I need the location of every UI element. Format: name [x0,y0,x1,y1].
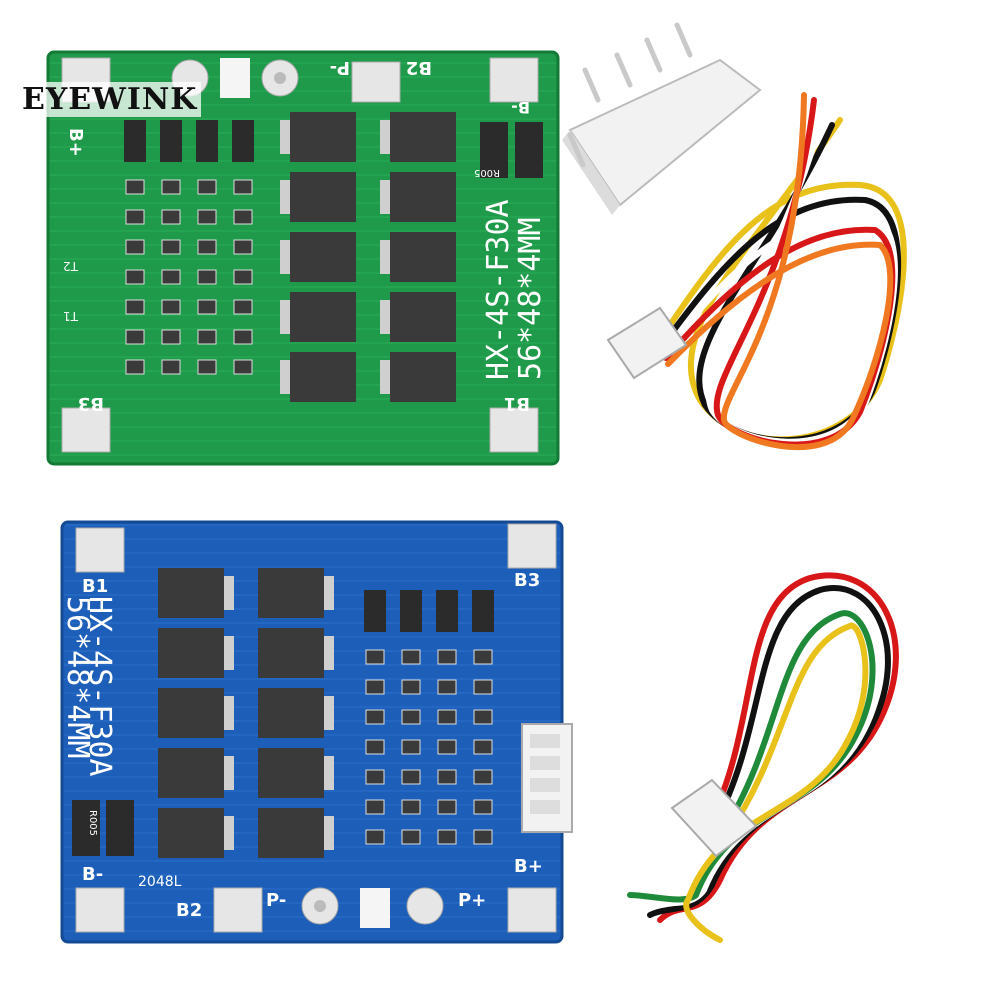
green-pad-p-plus [489,57,539,103]
wire-harness-top [657,92,907,450]
blue-date-code: 2048L [138,874,182,890]
mosfet-chip [390,232,456,282]
green-pad-b2 [351,61,401,103]
blue-label-b3: B3 [514,570,540,591]
mosfet-chip [258,808,324,858]
blue-pad-b-plus [507,887,557,933]
wire [647,585,891,918]
wire [665,92,894,450]
mosfet-chip [258,748,324,798]
mosfet-chip [258,628,324,678]
green-model-text: HX-4S-F30A [481,199,516,380]
mosfet-chip [390,292,456,342]
small-chip [196,120,218,162]
blue-label-b2: B2 [176,900,202,921]
green-label-b3: B3 [78,393,104,414]
mosfet-chip [158,808,224,858]
green-label-p-minus: P- [330,57,350,78]
small-chip [472,590,494,632]
mosfet-chip [290,172,356,222]
green-pad-b3 [61,407,111,453]
blue-pad-b3 [507,523,557,569]
mosfet-chip [390,172,456,222]
green-label-b1: B1 [504,393,530,414]
mosfet-chip [158,568,224,618]
small-chip [124,120,146,162]
blue-label-b-plus: B+ [514,856,543,877]
blue-size-text: 56*48*4MM [60,596,95,759]
wire-plug-bottom [670,778,758,858]
wire-plug-top [606,306,688,380]
mosfet-chip [158,628,224,678]
blue-label-b1: B1 [82,576,108,597]
wire [627,610,876,903]
blue-label-b-minus: B- [82,864,103,885]
blue-pad-b2 [213,887,263,933]
blue-pad-b1 [75,527,125,573]
small-chip [232,120,254,162]
jst-header-connector [562,22,762,215]
green-label-b-minus: B- [511,98,530,117]
green-t2-label: T2 [63,259,79,273]
green-pad-b1 [489,407,539,453]
green-resistor-label: R005 [474,167,500,178]
blue-label-p-plus: P+ [458,890,486,911]
mosfet-chip [290,292,356,342]
green-t1-label: T1 [63,309,79,323]
blue-bms-board: HX-4S-F30A 56*48*4MM B1 B3 B- B+ B2 P- P… [60,520,573,944]
green-label-b2: B2 [406,57,432,78]
wire-harness-bottom [627,572,899,943]
watermark-logo: EYEWINK [18,82,202,117]
blue-label-p-minus: P- [266,890,286,911]
blue-resistor-label: R005 [87,810,98,836]
mosfet-chip [158,748,224,798]
wire [683,622,869,943]
wire [663,97,896,448]
green-label-b-plus: B+ [65,128,86,157]
green-size-text: 56*48*4MM [513,217,548,380]
mosfet-chip [258,688,324,738]
wire [657,572,899,923]
small-chip [364,590,386,632]
mosfet-chip [158,688,224,738]
mosfet-chip [290,112,356,162]
mosfet-chip [290,232,356,282]
mosfet-chip [390,112,456,162]
mosfet-chip [390,352,456,402]
mosfet-chip [290,352,356,402]
mosfet-chip [258,568,324,618]
blue-pad-b-minus [75,887,125,933]
small-chip [160,120,182,162]
green-bms-board: HX-4S-F30A 56*48*4MM B+ B2 P- B3 B1 B- R… [46,50,560,466]
small-chip [400,590,422,632]
blue-model-text: HX-4S-F30A [82,596,117,777]
wire [637,597,884,908]
small-chip [436,590,458,632]
